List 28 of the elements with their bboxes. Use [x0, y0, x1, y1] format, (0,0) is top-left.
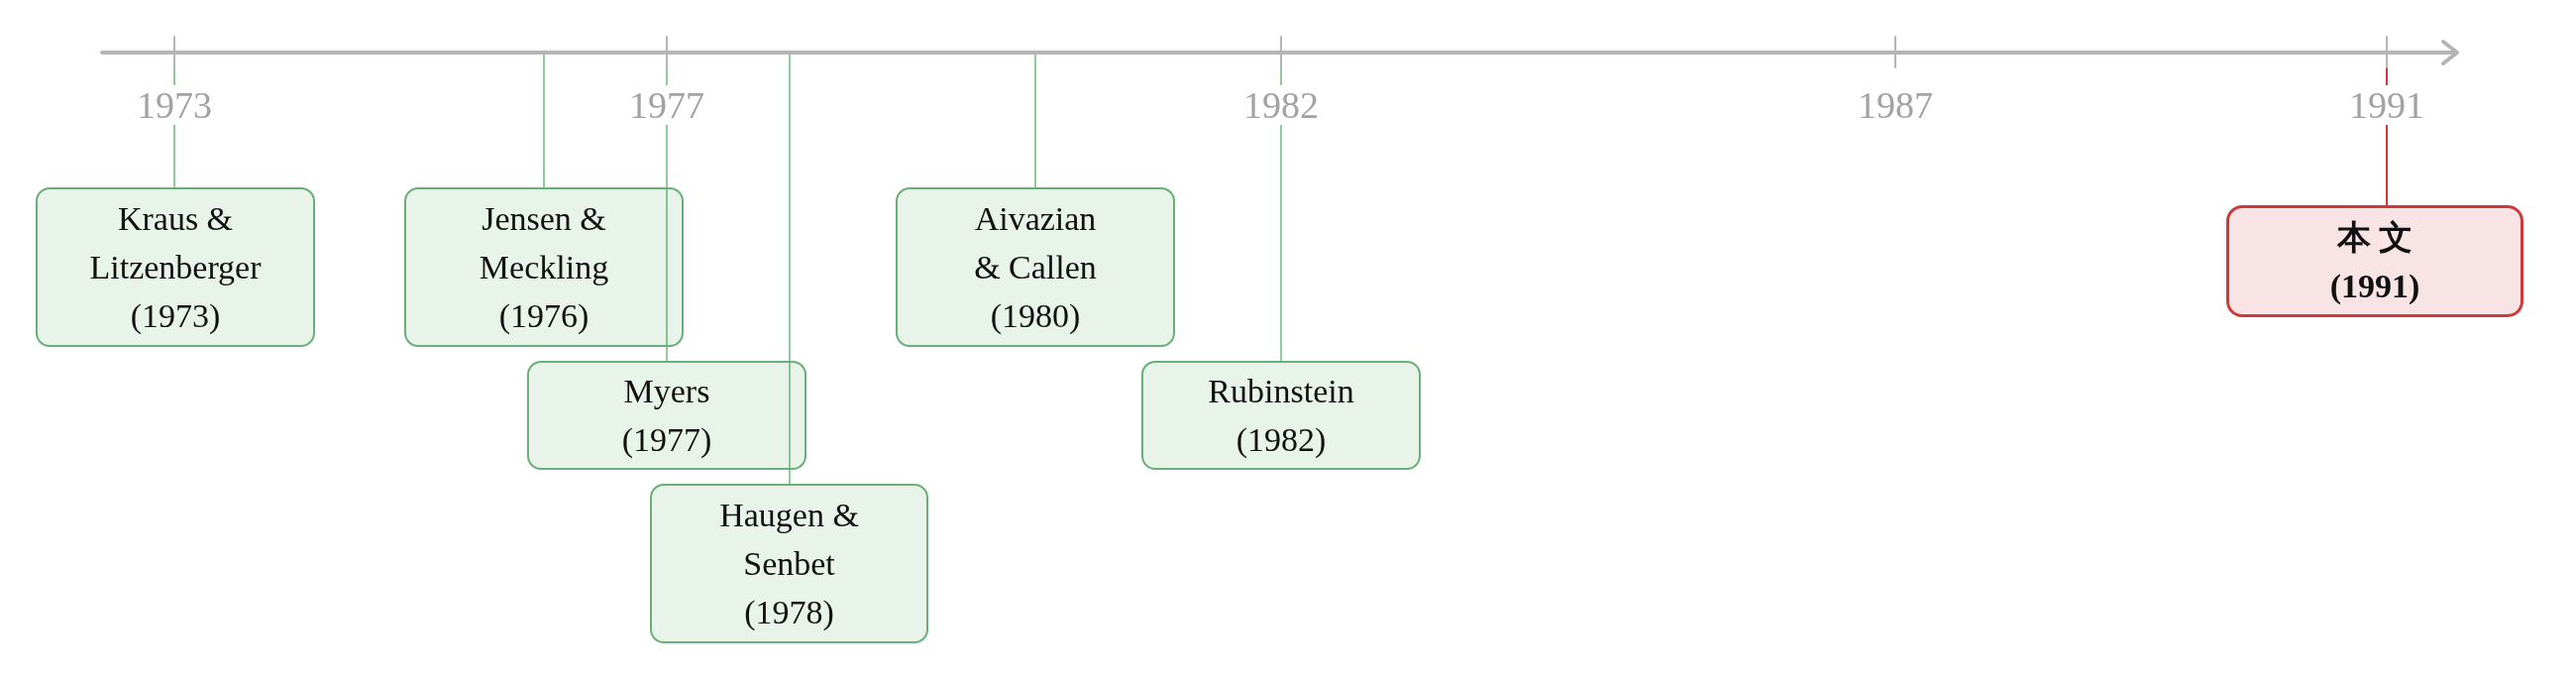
event-year: (1980)	[990, 296, 1081, 336]
event-box	[36, 187, 315, 347]
year-label: 1977	[629, 85, 704, 125]
leader-line	[543, 54, 545, 188]
event-title: Rubinstein	[1208, 372, 1354, 411]
event-box	[527, 361, 806, 470]
event-title: Aivazian & Callen	[973, 199, 1098, 287]
event-box	[404, 187, 684, 347]
event-year: (1991)	[2329, 266, 2420, 306]
event-box	[650, 484, 928, 643]
event-title: Jensen & Meckling	[478, 199, 610, 287]
event-box	[896, 187, 1175, 347]
event-title: Haugen & Senbet	[718, 496, 860, 584]
event-year: (1977)	[621, 420, 712, 460]
event-year: (1978)	[744, 593, 834, 632]
leader-line	[1034, 54, 1036, 188]
event-box	[2226, 205, 2523, 317]
event-year: (1982)	[1235, 420, 1327, 460]
leader-line	[789, 54, 791, 485]
year-label: 1973	[137, 85, 212, 125]
event-title: Kraus & Litzenberger	[88, 199, 263, 287]
event-year: (1976)	[498, 296, 590, 336]
event-box	[1141, 361, 1421, 470]
event-title: Myers	[623, 372, 710, 411]
event-title: 本 文	[2336, 217, 2414, 258]
year-label: 1991	[2349, 85, 2424, 125]
year-label: 1982	[1243, 85, 1319, 125]
event-year: (1973)	[130, 296, 221, 336]
